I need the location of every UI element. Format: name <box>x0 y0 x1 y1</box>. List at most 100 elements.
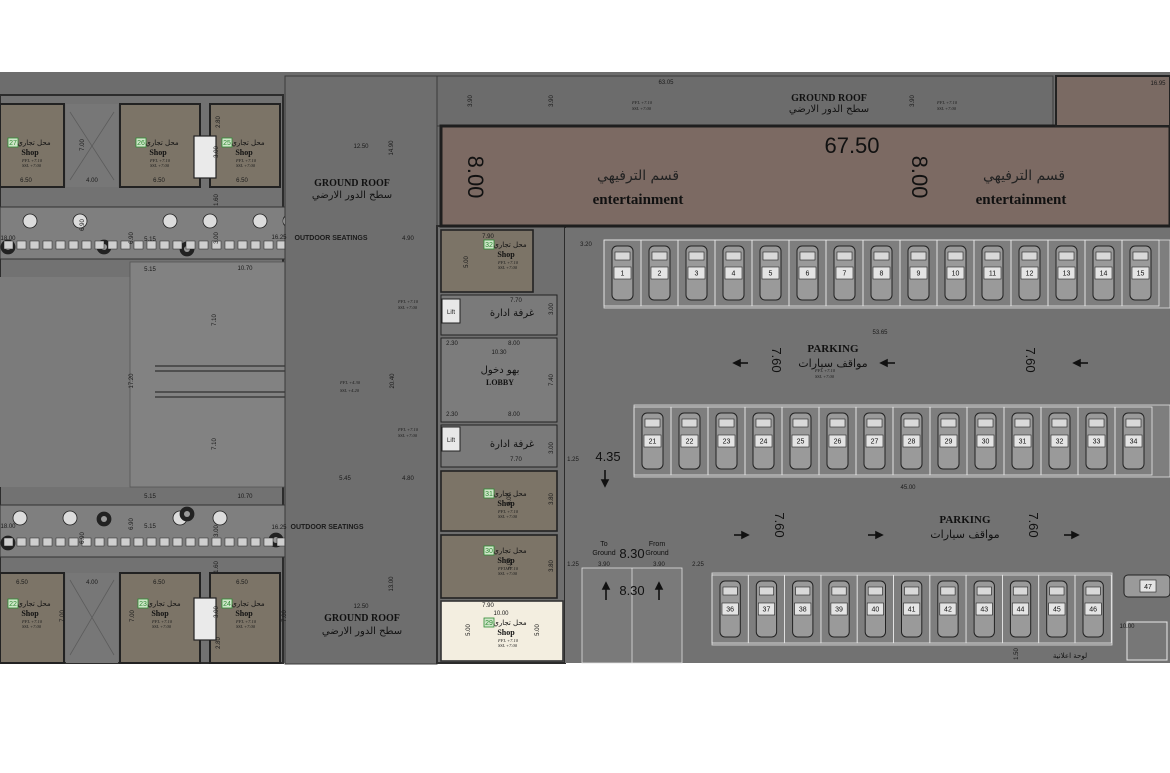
seat-icon <box>211 240 222 250</box>
stall-number: 3 <box>695 271 699 278</box>
seat-icon <box>16 537 27 547</box>
stall-number-box <box>1057 266 1076 280</box>
level-ffl: FFL +7.10 <box>149 158 171 163</box>
seat-icon <box>224 240 235 250</box>
stall-number: 43 <box>980 607 988 614</box>
dim-label: 2.80 <box>216 116 222 128</box>
shop-number-badge <box>221 598 233 609</box>
seat-icon <box>68 537 79 547</box>
parking-label-ar: مواقف سيارات <box>798 357 867 370</box>
shop-label-en: Shop <box>21 609 39 618</box>
level-ssl: SSL +7.00 <box>22 163 42 168</box>
traffic-arrows <box>600 358 1088 540</box>
seat-icon <box>55 240 66 250</box>
dim-label: 5.00 <box>535 624 541 636</box>
top-strip <box>436 75 1054 127</box>
car-windshield <box>614 251 631 261</box>
parking-stall: 31 <box>1003 406 1042 476</box>
shop-number: 27 <box>9 140 17 147</box>
dim-label: 2.25 <box>692 562 704 568</box>
car-windshield <box>1088 418 1105 428</box>
dim-label: 5.00 <box>507 493 513 505</box>
stall-number-box <box>983 266 1002 280</box>
level-ffl: FFL +7.10 <box>497 566 519 571</box>
dim-label: 12.50 <box>353 144 369 150</box>
level-ssl: SSL +7.00 <box>498 265 518 270</box>
level-ffl: FFL +7.10 <box>497 509 519 514</box>
table-icon <box>22 213 38 229</box>
stall-number-box <box>1013 434 1032 448</box>
ramp-to-label: To <box>600 541 608 548</box>
car-windshield <box>984 251 1001 261</box>
stall-number-box <box>794 602 812 616</box>
wc-box <box>193 597 217 641</box>
dim-label: 16.25 <box>271 235 287 241</box>
car-windshield <box>940 586 956 596</box>
seat-icon <box>263 240 274 250</box>
level-ffl: FFL +7.10 <box>497 260 519 265</box>
ramp-lane: 3.90 <box>598 562 610 568</box>
stall-number-box <box>976 434 995 448</box>
seat-icon <box>29 240 40 250</box>
dim-label: 5.00 <box>464 256 470 268</box>
dim-label: 5.15 <box>144 237 156 243</box>
parking-stall: 42 <box>929 574 967 644</box>
stall-number-box <box>1131 266 1150 280</box>
shop-number-badge <box>483 239 495 250</box>
ramp-width: 8.30 <box>619 546 644 561</box>
parking-stall: 26 <box>818 406 857 476</box>
level-ffl: FFL +7.10 <box>497 638 519 643</box>
shop-label-en: Shop <box>497 556 515 565</box>
seat-icon <box>107 240 118 250</box>
entertainment-label-en: entertainment <box>976 192 1067 208</box>
seat-icon <box>198 537 209 547</box>
parking-stall: 38 <box>784 574 822 644</box>
car-windshield <box>1014 418 1031 428</box>
seat-icon <box>237 537 248 547</box>
parking-stall: 39 <box>820 574 858 644</box>
dim-label: 45.00 <box>900 485 916 491</box>
stall-number-box <box>909 266 928 280</box>
lobby <box>440 337 558 423</box>
dim-label: 3.90 <box>549 95 555 107</box>
dim-label: 7.00 <box>282 610 288 622</box>
seat-icon <box>172 240 183 250</box>
dim-label: 3.00 <box>214 606 220 618</box>
dim-label: 7.70 <box>510 298 522 304</box>
car-windshield <box>836 251 853 261</box>
parking-stall: 9 <box>899 239 938 307</box>
stall-number-box <box>754 434 773 448</box>
dim-label: 4.90 <box>402 236 414 242</box>
level-ssl: SSL +7.00 <box>498 571 518 576</box>
stall-number-box <box>650 266 669 280</box>
level-ffl: FFL +7.10 <box>151 619 173 624</box>
ramp-from-label: From <box>649 541 666 548</box>
parking-stall: 34 <box>1114 406 1153 476</box>
stall-number-box <box>761 266 780 280</box>
billboard-label: لوحة اعلانية <box>1053 652 1087 660</box>
dim-label: 14.90 <box>389 140 395 156</box>
seat-icon <box>263 537 274 547</box>
stall-number-box <box>1084 602 1102 616</box>
shop-number: 25 <box>223 140 231 147</box>
lift-box <box>441 426 461 452</box>
tree-center <box>184 511 190 517</box>
stall-depth: 7.60 <box>1023 347 1038 372</box>
shop-label-ar: محل تجاري <box>231 600 265 608</box>
left-building <box>0 75 438 665</box>
seat-icon <box>55 537 66 547</box>
roof-label-en: GROUND ROOF <box>324 613 400 624</box>
stall-depth: 7.60 <box>769 347 784 372</box>
dim-label: 3.00 <box>214 525 220 537</box>
lift-label: Lift <box>447 310 455 316</box>
parking-stall: 12 <box>1010 239 1049 307</box>
level-ffl: FFL +7.10 <box>21 619 43 624</box>
car-windshield <box>688 251 705 261</box>
level-ffl: FFL +7.10 <box>21 158 43 163</box>
stall-number-box <box>1048 602 1066 616</box>
car-windshield <box>947 251 964 261</box>
